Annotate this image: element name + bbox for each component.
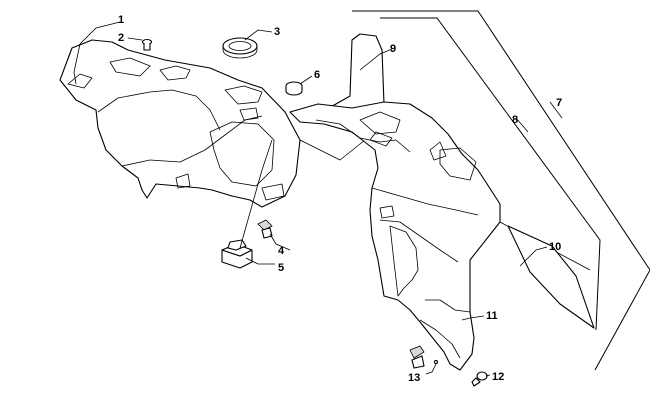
- callout-13: 13: [408, 372, 420, 384]
- callout-7: 7: [556, 97, 562, 109]
- upper-console-cover: [59, 39, 366, 208]
- side-decal-panel: [507, 225, 595, 329]
- callout-6: 6: [314, 69, 320, 81]
- callout-1: 1: [118, 14, 124, 26]
- lower-screw: [471, 371, 488, 387]
- leader-lines: [73, 21, 563, 377]
- clip: [257, 219, 273, 239]
- callout-9: 9: [390, 43, 396, 55]
- filler-cap: [285, 81, 303, 96]
- screw: [141, 38, 153, 51]
- callout-3: 3: [274, 26, 280, 38]
- gasket-ring: [222, 37, 258, 59]
- side-panel-assembly: [289, 101, 591, 371]
- callout-8: 8: [512, 114, 518, 126]
- switch: [221, 239, 253, 269]
- callout-11: 11: [486, 310, 498, 322]
- callout-12: 12: [492, 371, 504, 383]
- assembly-bracket-8: [380, 17, 601, 331]
- callout-5: 5: [278, 262, 284, 274]
- callout-2: 2: [118, 32, 124, 44]
- lower-clip: [409, 345, 439, 369]
- assembly-bracket-7: [352, 10, 650, 371]
- callout-4: 4: [278, 245, 285, 257]
- callout-10: 10: [549, 241, 561, 253]
